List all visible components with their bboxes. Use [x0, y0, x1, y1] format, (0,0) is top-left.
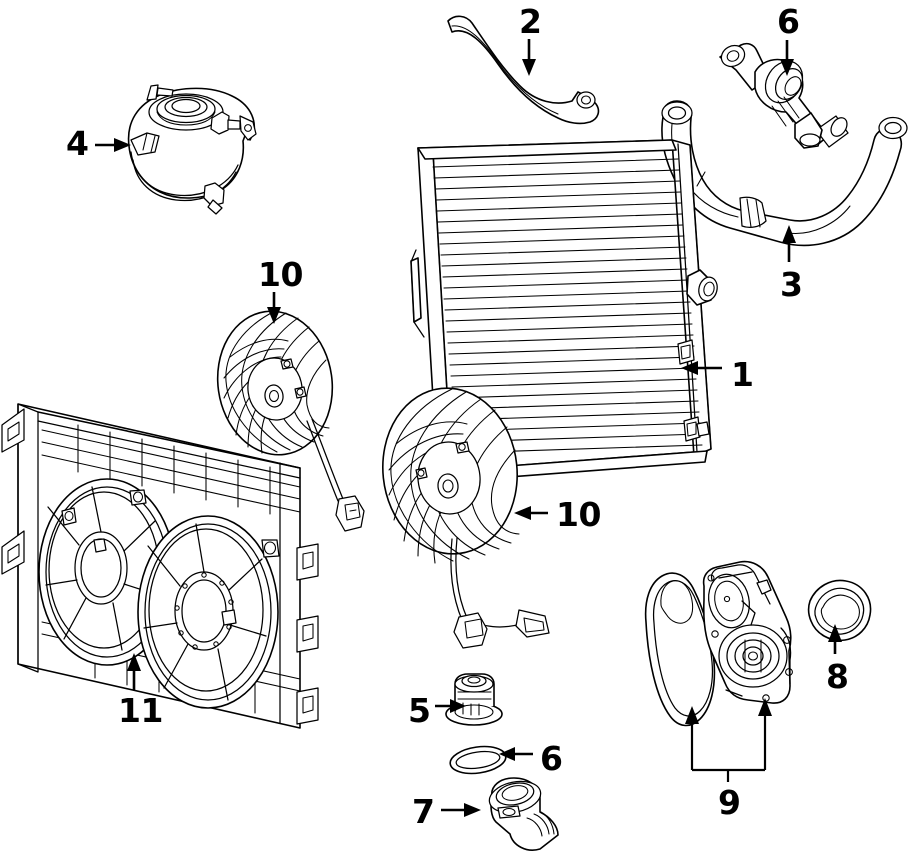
thermostat-housing: [488, 777, 559, 851]
callout-8[interactable]: 8: [826, 657, 849, 696]
leader-10b: [514, 506, 548, 520]
callout-10a[interactable]: 10: [258, 255, 303, 294]
callout-1[interactable]: 1: [731, 355, 754, 394]
callout-4[interactable]: 4: [66, 124, 89, 163]
thermostat: [445, 673, 503, 726]
callout-6b[interactable]: 6: [777, 2, 800, 41]
upper-radiator-hose: [447, 15, 600, 125]
cooling-fan-motor-right: [382, 387, 550, 649]
leader-1: [681, 361, 722, 375]
fan-shroud-assembly: [1, 403, 319, 729]
callout-3[interactable]: 3: [780, 265, 803, 304]
water-pump-assembly: [644, 560, 793, 727]
callout-9[interactable]: 9: [718, 783, 741, 822]
water-pump-gasket-seal: [807, 579, 872, 642]
callout-2[interactable]: 2: [519, 2, 542, 41]
leader-3: [782, 225, 796, 262]
leader-7: [441, 803, 481, 817]
leader-6a: [499, 747, 533, 761]
leader-4: [95, 138, 131, 152]
lower-radiator-hose: [661, 100, 908, 247]
leader-5: [435, 699, 466, 713]
leader-11: [127, 653, 141, 690]
coolant-pipe-connector: [719, 42, 849, 149]
cooling-fan-motor-left: [216, 310, 365, 532]
coolant-reservoir-tank: [127, 84, 257, 215]
leader-9: [685, 698, 772, 782]
callout-10b[interactable]: 10: [556, 495, 601, 534]
callout-11[interactable]: 11: [118, 691, 163, 730]
leader-6b: [780, 40, 794, 76]
leader-2: [522, 39, 536, 76]
leader-10a: [267, 292, 281, 324]
callout-5[interactable]: 5: [408, 691, 431, 730]
thermostat-o-ring-seal: [449, 745, 507, 775]
leader-8: [828, 624, 842, 654]
callout-6a[interactable]: 6: [540, 739, 563, 778]
callout-7[interactable]: 7: [412, 792, 435, 831]
